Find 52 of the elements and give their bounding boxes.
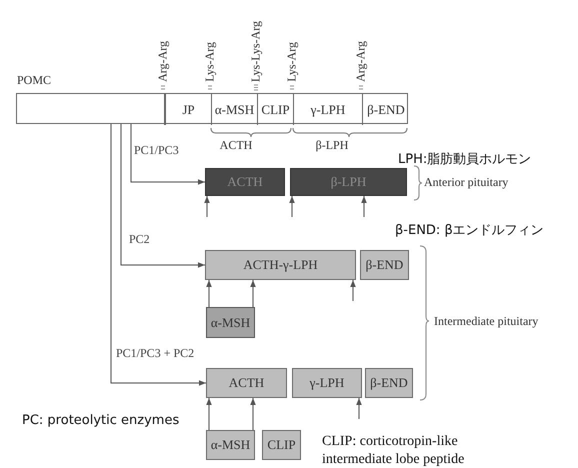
arrow (289, 196, 295, 218)
brace-label: ACTH (220, 138, 252, 153)
cleavage-site-label: Lys-Lys-Arg (248, 20, 264, 82)
peptide-name: β-LPH (330, 174, 366, 190)
peptide-box (206, 368, 287, 398)
peptide-box (292, 368, 362, 398)
peptide-box (360, 250, 409, 280)
peptide-name: γ-LPH (310, 375, 344, 391)
arrow (130, 124, 206, 185)
arrow (120, 124, 206, 268)
peptide-box (206, 430, 255, 460)
peptide-name: γ-LPH (310, 102, 346, 118)
peptide-name: β-END (366, 257, 404, 273)
note-text: β-END: βエンドルフィン (395, 222, 544, 239)
precursor-name: POMC (17, 73, 52, 88)
peptide-segment (211, 94, 257, 125)
cleavage-site-label: Arg-Arg (354, 41, 368, 82)
peptide-box (205, 250, 356, 280)
peptide-box (262, 430, 301, 460)
arrow (204, 196, 210, 218)
peptide-name: CLIP (261, 102, 290, 118)
peptide-box (290, 168, 407, 196)
peptide-name: β-END (367, 102, 405, 118)
peptide-name: β-END (370, 375, 408, 391)
cleavage-site-label: Lys-Arg (284, 42, 300, 82)
arrow (206, 280, 212, 308)
cleavage-site-label: Lys-Arg (202, 42, 218, 82)
region-label: Intermediate pituitary (434, 314, 538, 329)
arrow (250, 398, 256, 430)
peptide-box (206, 307, 255, 338)
peptide-name: ACTH (227, 174, 263, 190)
peptide-name: ACTH (228, 375, 264, 391)
brace-label: β-LPH (316, 138, 348, 153)
peptide-name: JP (182, 102, 195, 118)
arrow (110, 124, 206, 386)
arrow (206, 398, 212, 430)
note-text: CLIP: corticotropin-like intermediate lobe peptide (322, 433, 466, 468)
peptide-name: CLIP (267, 437, 296, 453)
region-label: Anterior pituitary (424, 175, 508, 190)
peptide-name: α-MSH (214, 102, 254, 118)
peptide-name: α-MSH (210, 437, 250, 453)
peptide-box (365, 368, 413, 398)
cleavage-site-label: Arg-Arg (156, 41, 170, 82)
arrow (250, 280, 256, 308)
peptide-name: α-MSH (210, 314, 250, 330)
peptide-box (205, 168, 285, 196)
arrow (350, 280, 356, 302)
arrow (356, 398, 362, 420)
note-text: LPH:脂肪動員ホルモン (398, 151, 532, 168)
note-text: PC: proteolytic enzymes (22, 413, 180, 428)
arrow (361, 196, 367, 218)
peptide-name: ACTH-γ-LPH (243, 257, 318, 273)
